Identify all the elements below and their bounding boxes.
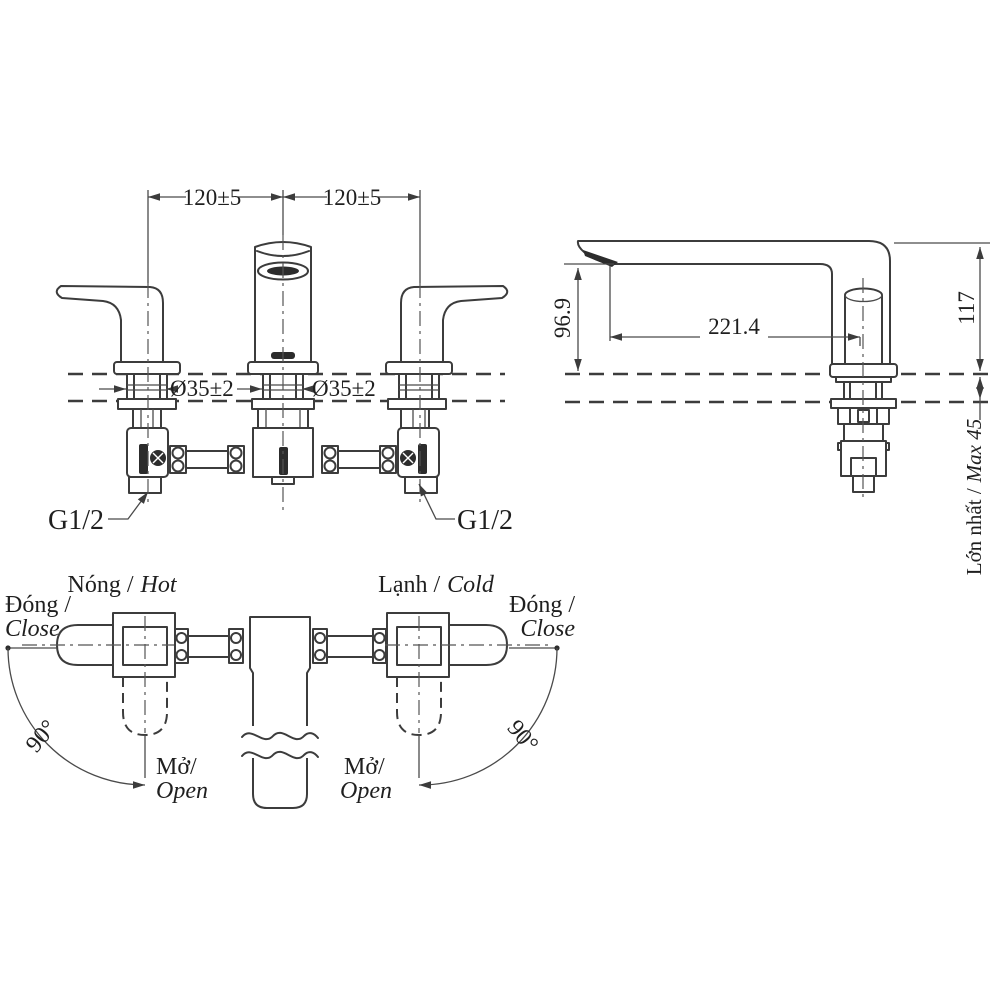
cold-angle-label: 90°	[502, 715, 544, 757]
counter-thickness-dimension: Lớn nhất / Max 45	[962, 377, 986, 575]
spout-height-dimension: 96.9	[550, 263, 614, 371]
hot-label-vi: Nóng /	[68, 572, 134, 598]
close-left-label-vi: Đóng /	[5, 592, 71, 618]
plan-hot-handle	[22, 612, 176, 737]
counter-thickness-en: Max 45	[962, 419, 986, 484]
total-height-label: 117	[954, 291, 979, 325]
spacing-dimension: 120±5 120±5	[148, 185, 420, 210]
g-right-label: G1/2	[457, 505, 513, 536]
cold-label-en: Cold	[447, 572, 495, 598]
front-view: 120±5 120±5 Ø35±2 Ø35±2 G1/2 G1/2	[48, 185, 513, 536]
plan-view: 90° 90° Nóng /Hot Lạnh / Cold Đóng / Clos…	[5, 572, 575, 809]
front-connecting-pipes	[169, 445, 397, 474]
front-left-shank	[117, 374, 177, 429]
g-left-label: G1/2	[48, 505, 104, 536]
counter-thickness-label: Lớn nhất / Max 45	[962, 419, 986, 576]
front-left-handle	[55, 285, 181, 375]
reach-label: 221.4	[708, 314, 760, 339]
hot-label: Nóng /Hot	[68, 572, 178, 598]
plan-cold-handle	[385, 612, 548, 737]
cold-label: Lạnh / Cold	[378, 572, 495, 598]
total-height-dimension: 117	[894, 242, 990, 371]
plan-connecting-pipes	[174, 628, 387, 664]
open-right-label-en: Open	[340, 778, 392, 804]
close-left-label-en: Close	[5, 616, 60, 642]
dia-left-label: Ø35±2	[170, 376, 234, 401]
dia-center-label: Ø35±2	[312, 376, 376, 401]
counter-thickness-vi: Lớn nhất /	[962, 488, 986, 575]
front-center-shank	[251, 374, 315, 429]
side-view: 96.9 221.4 117 Lớn nhất / Max 45	[550, 240, 990, 575]
close-right-label-en: Close	[520, 616, 575, 642]
open-left-label-vi: Mở/	[156, 754, 197, 780]
front-right-shank	[387, 374, 447, 429]
cold-label-vi: Lạnh /	[378, 572, 440, 598]
open-right-label-vi: Mở/	[344, 754, 385, 780]
dim-spacing-left-label: 120±5	[183, 185, 242, 210]
spout-tip	[583, 250, 618, 267]
right-inlet	[404, 476, 438, 494]
hole-diameter-dimensions: Ø35±2 Ø35±2	[99, 376, 376, 401]
front-right-valve	[397, 427, 440, 494]
dim-spacing-right-label: 120±5	[323, 185, 382, 210]
reach-dimension: 221.4	[609, 266, 861, 346]
hot-angle-label: 90°	[21, 715, 63, 757]
left-inlet	[128, 476, 162, 494]
front-left-valve	[126, 427, 169, 494]
plan-center-pipe	[241, 616, 319, 809]
hot-label-en: Hot	[140, 572, 178, 598]
thread-labels: G1/2 G1/2	[48, 483, 513, 536]
front-right-handle	[385, 285, 509, 375]
open-left-label-en: Open	[156, 778, 208, 804]
spout-height-label: 96.9	[550, 298, 575, 338]
side-spout-profile	[576, 240, 891, 365]
close-right-label-vi: Đóng /	[509, 592, 575, 618]
